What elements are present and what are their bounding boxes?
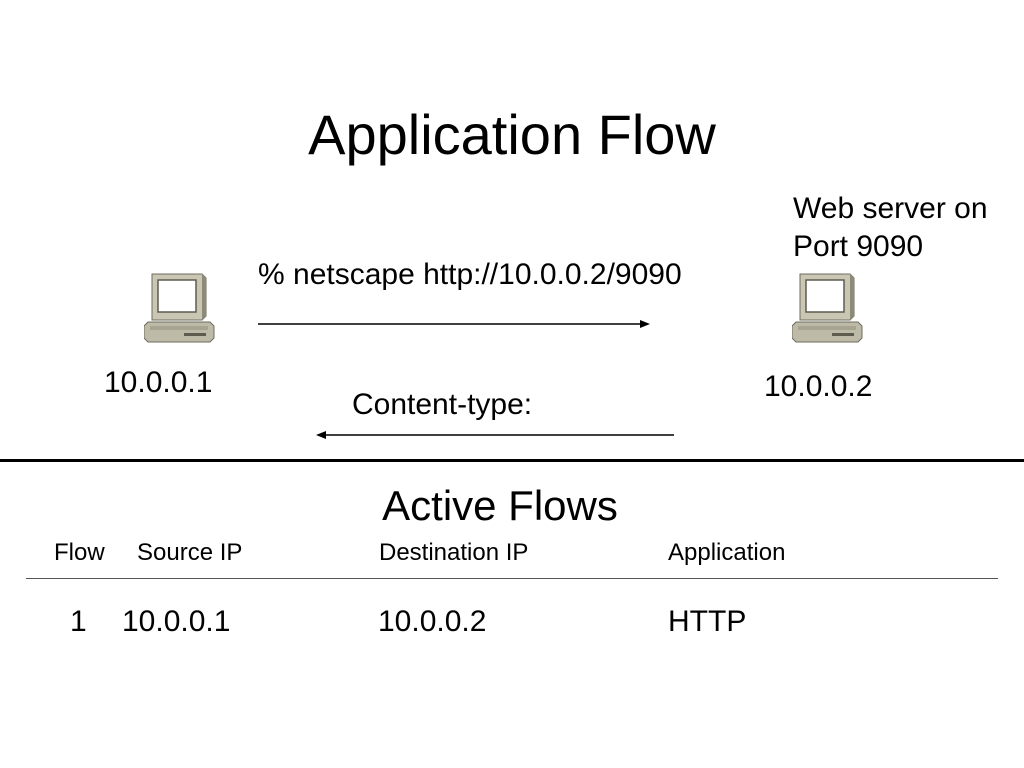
active-flows-title: Active Flows (382, 482, 618, 529)
cell-destination-ip: 10.0.0.2 (378, 605, 487, 638)
cell-application: HTTP (668, 605, 747, 638)
cell-source-ip: 10.0.0.1 (122, 605, 231, 638)
server-note: Web server on Port 9090 (793, 192, 988, 263)
computer-icon (792, 273, 863, 343)
column-header-destination-ip: Destination IP (379, 539, 529, 566)
request-command: % netscape http://10.0.0.2/9090 (258, 258, 682, 291)
server-ip-label: 10.0.0.2 (764, 370, 873, 403)
request-arrow (258, 320, 650, 328)
response-arrow (316, 431, 674, 439)
computer-icon (144, 273, 215, 343)
column-header-source-ip: Source IP (137, 539, 243, 566)
page-title: Application Flow (308, 103, 716, 166)
response-label: Content-type: (352, 388, 533, 421)
table-header-rule (26, 578, 998, 579)
column-header-flow: Flow (54, 539, 105, 566)
cell-flow: 1 (70, 605, 87, 638)
client-ip-label: 10.0.0.1 (104, 366, 213, 399)
column-header-application: Application (668, 539, 786, 566)
section-divider (0, 459, 1024, 462)
